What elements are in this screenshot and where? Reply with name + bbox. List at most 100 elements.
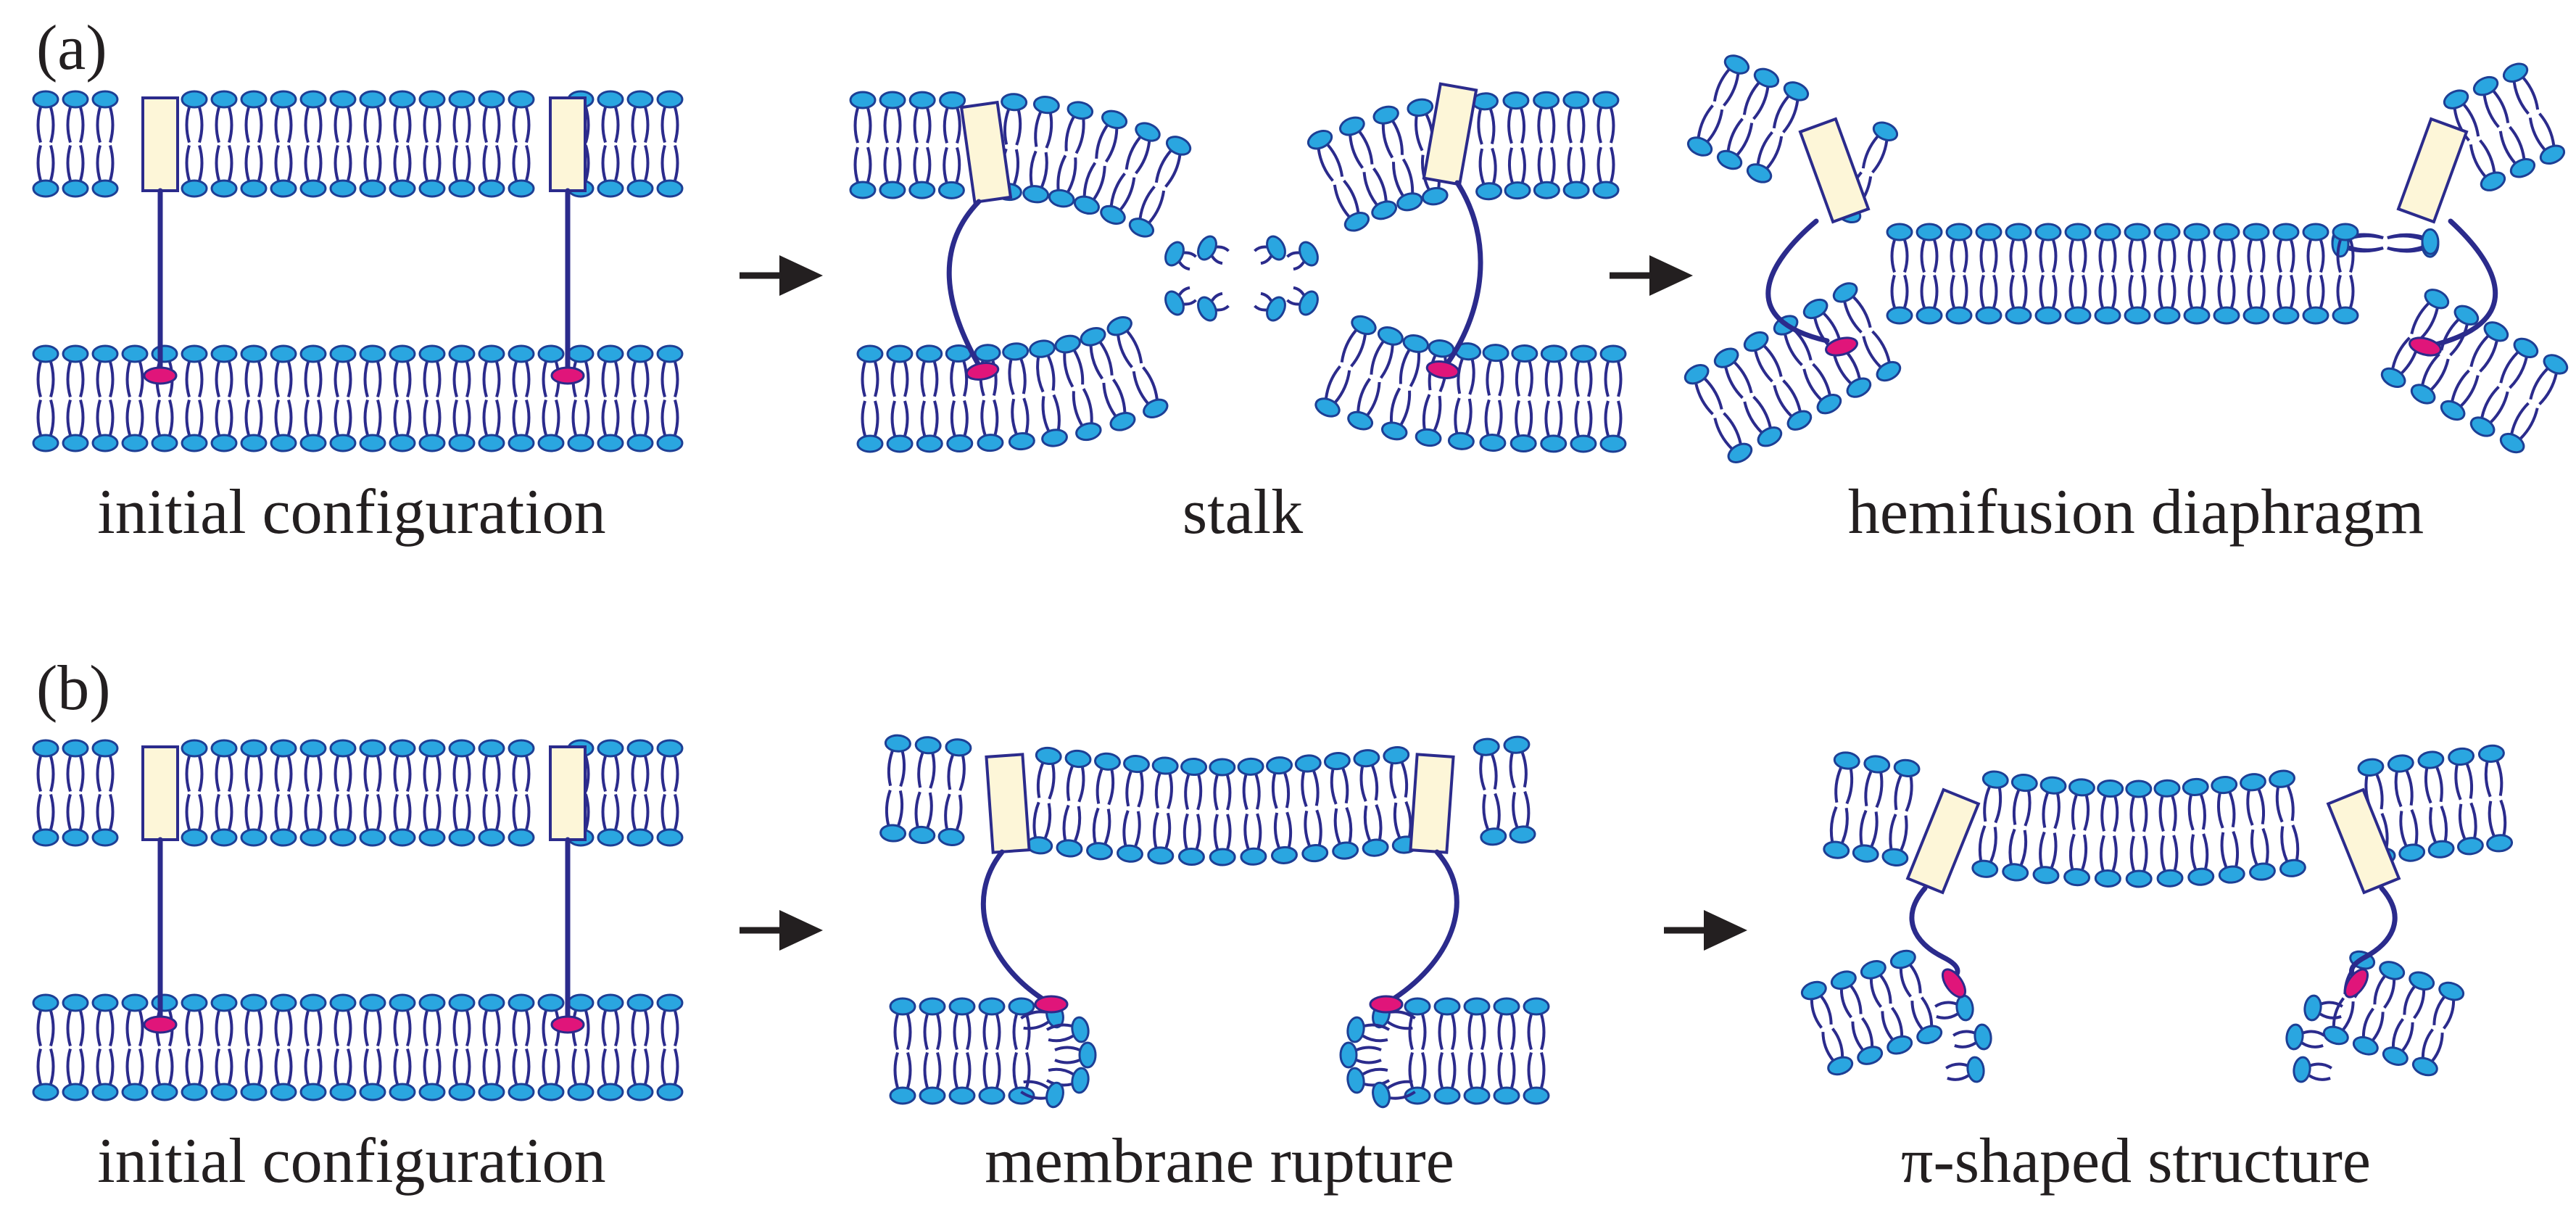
lipid-tail [631, 793, 637, 830]
lipid-tail [2454, 764, 2462, 801]
lipid-tail [2499, 799, 2507, 835]
lipid-tail [2291, 824, 2300, 860]
lipid-head [270, 179, 297, 198]
lipid-tail [2111, 239, 2117, 273]
lipid-tail [2246, 790, 2254, 826]
lipid-tail [304, 361, 310, 398]
lipid-head [299, 739, 327, 758]
lipid-tail [1013, 149, 1020, 185]
lipid-tail [347, 756, 352, 793]
lipid-head [1377, 326, 1404, 346]
lipid-tail [2522, 77, 2540, 110]
lipid-tail [257, 399, 263, 436]
lipid-tail [1093, 165, 1106, 200]
lipid-head [270, 434, 297, 452]
lipid-tail [903, 400, 909, 437]
lipid-tail [1362, 1034, 1388, 1043]
lipid-tail [1137, 772, 1144, 808]
lipid-tail [49, 107, 55, 144]
lipid-tail [287, 361, 293, 398]
lipid-head [908, 825, 936, 845]
lipid-tail [274, 399, 280, 436]
lipid-head [478, 739, 505, 758]
lipid-tail [896, 107, 902, 144]
lipid-tail [1421, 1051, 1427, 1088]
lipid-tail [138, 399, 144, 436]
lipid-tail [995, 1014, 1001, 1051]
lipid-tail [198, 756, 204, 793]
lipid-head [32, 993, 59, 1012]
lipid-head [1955, 994, 1974, 1022]
lipid-tail [1983, 786, 1991, 822]
lipid-tail [1617, 361, 1623, 397]
lipid-head [1523, 997, 1550, 1016]
lipid-tail [955, 146, 961, 183]
lipid-tail [866, 107, 872, 144]
lipid-head [62, 993, 89, 1012]
lipid-tail [1304, 810, 1311, 846]
lipid-tail [584, 793, 590, 830]
lipid-tail [1871, 140, 1889, 174]
lipid-tail [2200, 239, 2206, 273]
lipid-tail [2228, 792, 2236, 828]
lipid-tail [2387, 233, 2423, 239]
lipid-head [567, 993, 595, 1012]
lipid-tail [631, 107, 637, 144]
lipid-tail [1909, 964, 1922, 993]
lipid-tail [631, 756, 637, 793]
fusion-protein [549, 96, 587, 192]
lipid-tail [614, 1010, 620, 1047]
lipid-tail [1947, 1074, 1970, 1081]
lipid-tail [125, 1048, 131, 1085]
lipid-tail [1509, 753, 1516, 789]
lipid-head [2456, 837, 2484, 856]
lipid-tail [2336, 239, 2342, 273]
fusion-protein [1422, 82, 1478, 186]
lipid-head [448, 1083, 476, 1101]
lipid-tail [1096, 768, 1103, 804]
lipid-head [91, 1083, 119, 1101]
lipid-tail [950, 361, 956, 397]
lipid-head [1197, 296, 1217, 322]
lipid-tail [926, 792, 933, 828]
lipid-head [1971, 859, 1999, 878]
lipid-tail [1723, 73, 1740, 107]
lipid-tail [347, 361, 352, 398]
lipid-tail [2158, 239, 2163, 273]
lipid-head [210, 1083, 238, 1101]
lipid-head [478, 1083, 505, 1101]
lipid-head [2125, 779, 2153, 798]
lipid-head [889, 1086, 916, 1105]
lipid-head [240, 993, 268, 1012]
lipid-tail [257, 361, 263, 398]
lipid-tail [1379, 344, 1394, 379]
lipid-head [1433, 1086, 1461, 1105]
lipid-head [626, 828, 654, 847]
lipid-tail [436, 756, 442, 793]
lipid-tail [2277, 239, 2282, 273]
lipid-tail [2142, 796, 2148, 832]
lipid-head [886, 434, 914, 453]
lipid-head [1372, 1081, 1391, 1109]
lipid-tail [1330, 769, 1338, 805]
lipid-tail [1482, 794, 1489, 830]
lipid-tail [185, 793, 191, 830]
lipid-tail [363, 1048, 369, 1085]
lipid-tail [482, 793, 488, 830]
lipid-head [1592, 91, 1620, 109]
lipid-tail [1821, 1032, 1834, 1062]
lipid-tail [887, 750, 894, 787]
lipid-tail [1023, 1080, 1050, 1090]
lipid-tail [363, 1010, 369, 1047]
lipid-tail [2469, 335, 2489, 368]
lipid-tail [2410, 808, 2419, 845]
lipid-head [181, 179, 208, 198]
lipid-head [2213, 306, 2240, 325]
lipid-tail [885, 790, 892, 826]
lipid-tail [2230, 274, 2236, 308]
lipid-tail [1178, 286, 1195, 296]
lipid-head [62, 1083, 89, 1101]
lipid-head [1504, 181, 1531, 200]
lipid-tail [406, 793, 412, 830]
lipid-tail [1251, 245, 1267, 255]
